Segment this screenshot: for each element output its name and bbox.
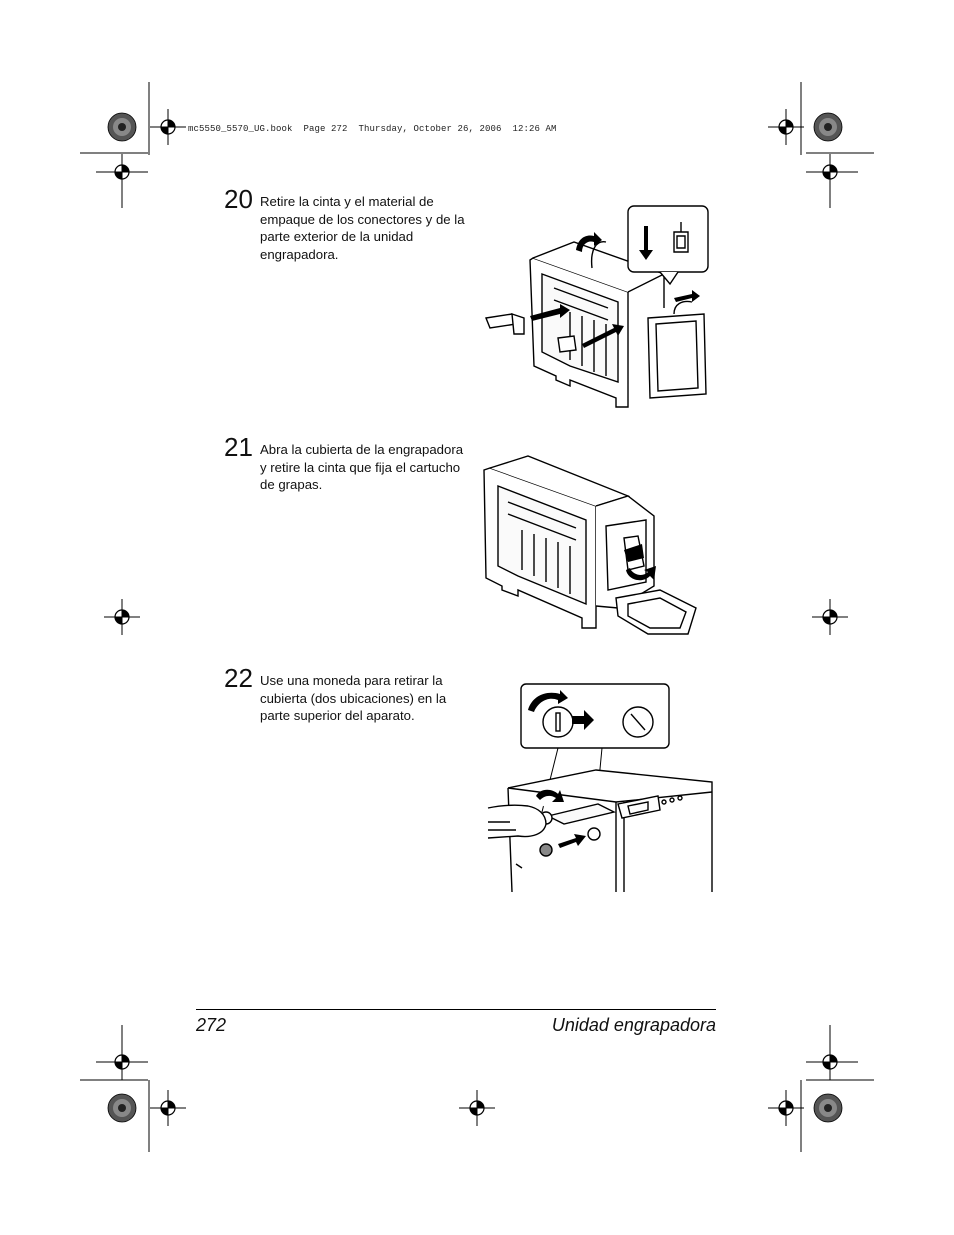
step-text: Use una moneda para retirar la cubierta … <box>260 673 447 723</box>
coin-cover-removal-illustration <box>487 683 713 893</box>
slug-line: mc5550_5570_UG.book Page 272 Thursday, O… <box>188 124 557 134</box>
step-text: Retire la cinta y el material de empaque… <box>260 194 465 262</box>
section-title: Unidad engrapadora <box>551 1015 716 1035</box>
step-number: 22 <box>224 663 253 693</box>
staple-cartridge-tape-illustration <box>483 455 697 635</box>
page-number: 272 <box>196 1015 227 1035</box>
step-number: 21 <box>224 432 253 462</box>
footer-rule <box>196 1009 716 1010</box>
stapler-packing-removal-illustration <box>485 205 709 408</box>
step-number: 20 <box>224 184 253 214</box>
step-text: Abra la cubierta de la engrapadora y ret… <box>260 442 464 492</box>
